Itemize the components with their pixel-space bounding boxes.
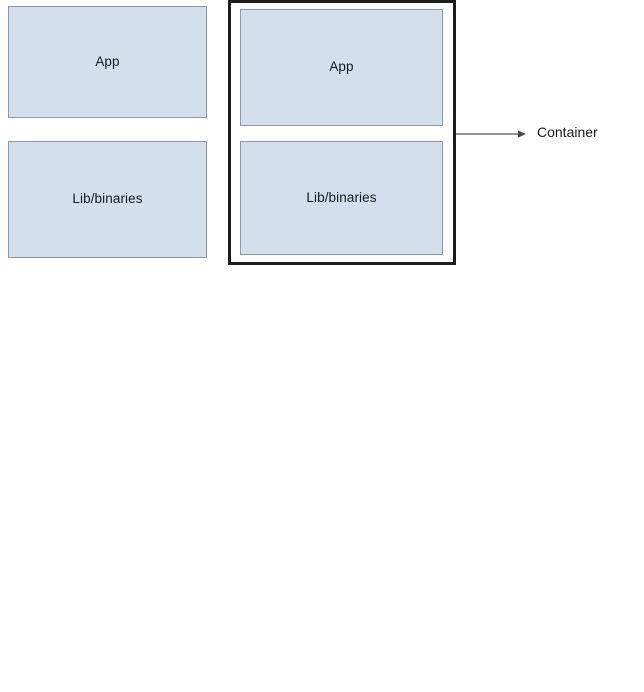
node-app-contained-label: App [329,59,354,75]
callout-label-container: Container [537,124,598,140]
node-lib-binaries-left[interactable]: Lib/binaries [8,141,207,258]
node-app-contained[interactable]: App [240,9,443,126]
node-lib-binaries-contained-label: Lib/binaries [306,189,377,205]
node-lib-binaries-left-label: Lib/binaries [72,191,143,207]
node-app-left-label: App [95,53,120,69]
node-lib-binaries-contained[interactable]: Lib/binaries [240,141,443,255]
callout-arrow [456,130,526,138]
node-app-left[interactable]: App [8,6,207,118]
